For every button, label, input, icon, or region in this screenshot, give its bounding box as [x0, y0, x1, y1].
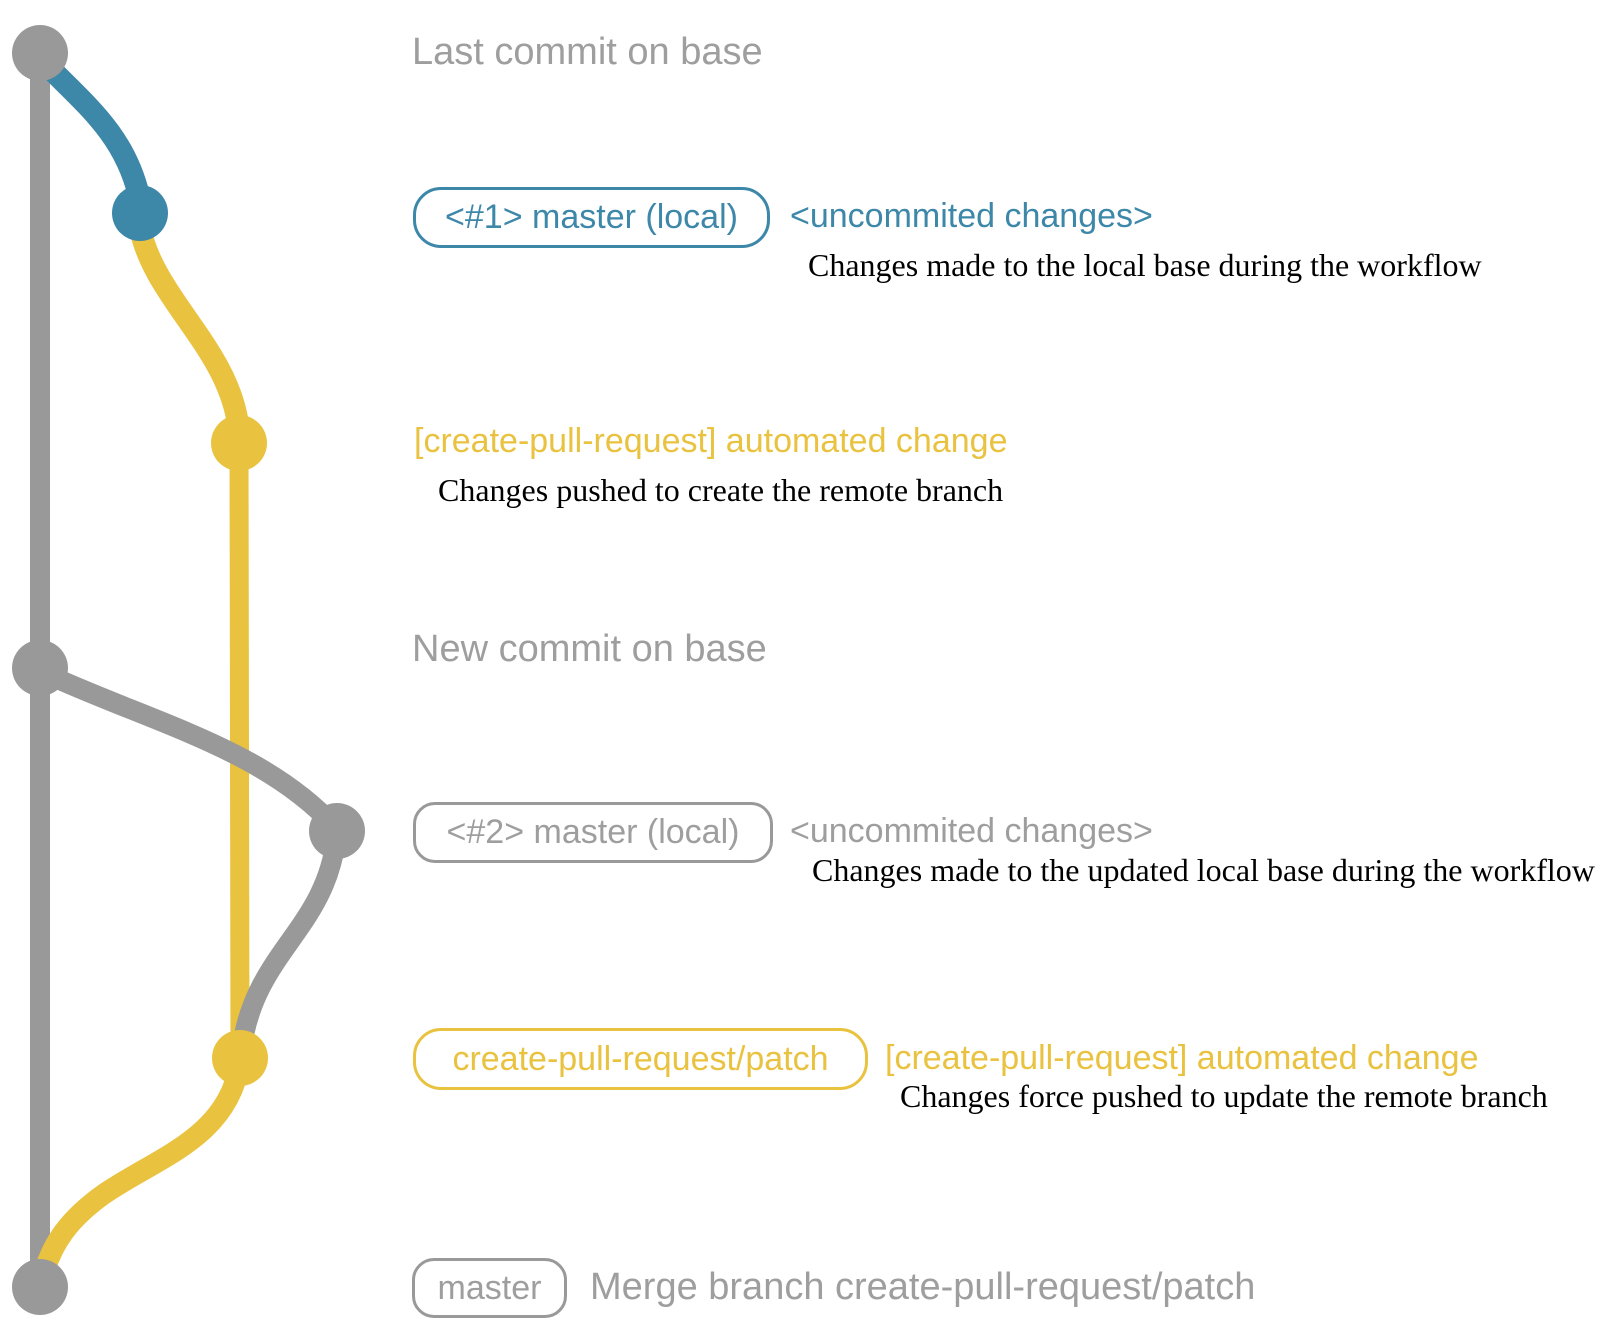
commit-dot-local-1 — [112, 185, 168, 241]
description-local-base-changes-2: Changes made to the updated local base d… — [812, 852, 1595, 888]
commit-dot-patch-1 — [211, 415, 267, 471]
commit-dot-merge — [12, 1259, 68, 1315]
description-force-push-remote-branch: Changes force pushed to update the remot… — [900, 1078, 1548, 1114]
annotation-automated-change-2: [create-pull-request] automated change — [885, 1039, 1479, 1077]
merge-patch-path — [32, 1051, 251, 1287]
description-push-remote-branch: Changes pushed to create the remote bran… — [438, 472, 1004, 508]
ref-label-master-local-2-text: <#2> master (local) — [446, 813, 740, 851]
ref-label-master-text: master — [437, 1268, 542, 1307]
ref-label-patch-branch: create-pull-request/patch — [413, 1028, 868, 1090]
annotation-automated-change-1: [create-pull-request] automated change — [414, 422, 1008, 460]
commit-dot-patch-2 — [212, 1030, 268, 1086]
ref-label-patch-branch-text: create-pull-request/patch — [452, 1039, 829, 1078]
ref-label-master-local-1: <#1> master (local) — [413, 187, 770, 248]
annotation-merge-branch: Merge branch create-pull-request/patch — [590, 1266, 1256, 1308]
commit-dot-base-top — [12, 25, 68, 81]
force-push-path — [232, 830, 346, 1056]
label-last-commit-on-base: Last commit on base — [412, 31, 763, 73]
label-new-commit-on-base: New commit on base — [412, 628, 767, 670]
annotation-uncommited-changes-2: <uncommited changes> — [790, 812, 1153, 850]
patch-branch-create-path — [129, 217, 249, 435]
commit-dot-local-2 — [309, 803, 365, 859]
ref-label-master-local-2: <#2> master (local) — [413, 802, 773, 863]
ref-label-master-local-1-text: <#1> master (local) — [445, 198, 738, 236]
commit-dot-base-new — [12, 640, 68, 696]
description-local-base-changes-1: Changes made to the local base during th… — [808, 247, 1482, 283]
local-master-branch-path — [29, 47, 150, 207]
ref-label-master: master — [412, 1258, 567, 1318]
rebased-master-path — [32, 662, 344, 836]
annotation-uncommited-changes-1: <uncommited changes> — [790, 197, 1153, 235]
